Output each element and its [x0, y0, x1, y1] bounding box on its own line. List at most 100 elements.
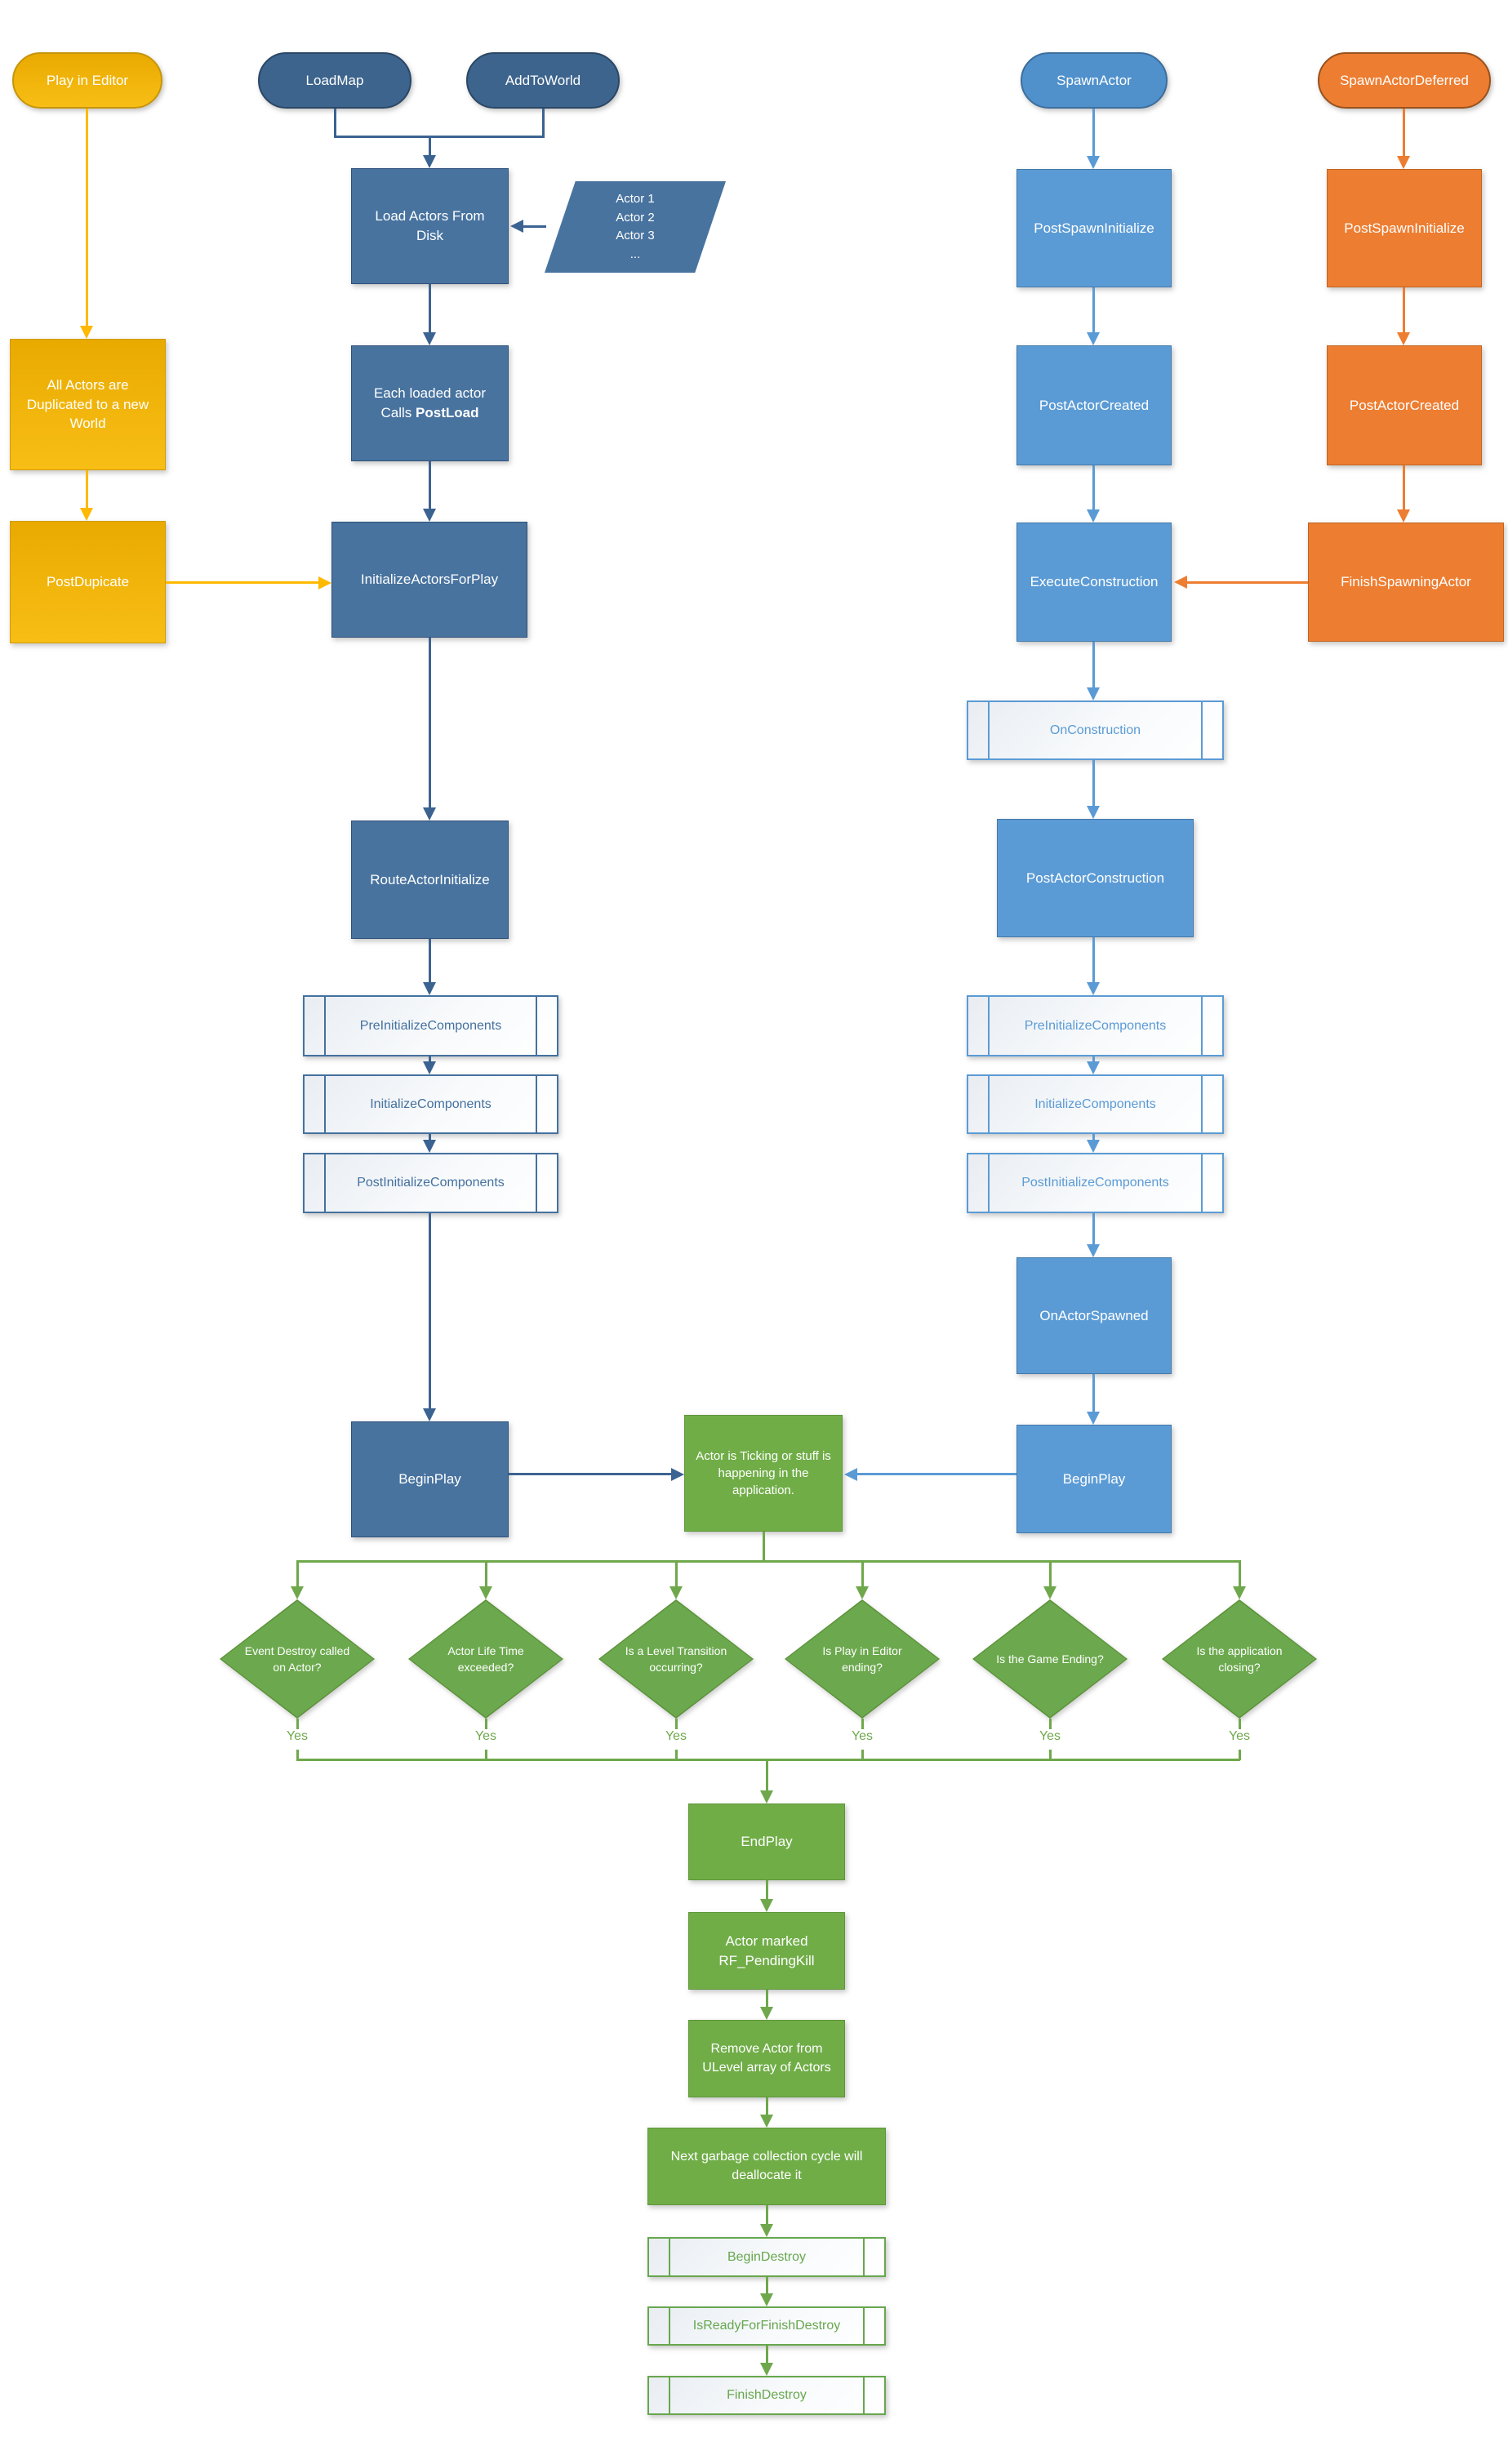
- arrowhead: [1087, 687, 1100, 701]
- node-route-actor-initialize: RouteActorInitialize: [351, 821, 509, 939]
- edge-drop-3: [675, 1560, 678, 1586]
- edge-postdupicate-initactors: [166, 581, 318, 584]
- edge-postload-initactors: [429, 461, 431, 509]
- decision-label: Is the Game Ending?: [996, 1652, 1104, 1666]
- node-load-map: LoadMap: [258, 52, 411, 109]
- arrowhead: [1233, 1586, 1246, 1599]
- edge-actorlist-loadactors: [523, 225, 546, 228]
- node-begin-play-left: BeginPlay: [351, 1421, 509, 1537]
- arrowhead: [1397, 156, 1410, 169]
- arrowhead: [423, 332, 436, 345]
- yes-stub: [675, 1719, 678, 1729]
- yes-stub: [296, 1719, 299, 1729]
- yes-label: Yes: [851, 1729, 874, 1743]
- arrowhead: [291, 1586, 304, 1599]
- edge-duplicated-postdupicate: [86, 470, 88, 508]
- node-actor-list-parallelogram: Actor 1 Actor 2 Actor 3 ...: [545, 181, 726, 273]
- node-post-initialize-components-left: PostInitializeComponents: [303, 1153, 558, 1213]
- edge-initactors-routeinit: [429, 638, 431, 807]
- edge-beginplayright-ticking: [857, 1473, 1016, 1475]
- decision-label: Is the application closing?: [1196, 1643, 1283, 1674]
- node-post-actor-construction: PostActorConstruction: [997, 819, 1194, 937]
- yes-stub: [485, 1719, 487, 1729]
- node-post-spawn-initialize-orange: PostSpawnInitialize: [1327, 169, 1482, 287]
- edge-postactorconstruction-preinit: [1092, 937, 1095, 982]
- arrowhead: [669, 1586, 683, 1599]
- edge-playineditor-duplicated: [86, 109, 88, 326]
- node-finish-spawning-actor: FinishSpawningActor: [1308, 523, 1504, 642]
- node-each-loaded-actor: Each loaded actor Calls PostLoad: [351, 345, 509, 461]
- arrowhead: [760, 1790, 773, 1804]
- join-stub: [861, 1750, 864, 1760]
- edge-deferred-postspawn: [1403, 109, 1405, 156]
- arrowhead: [844, 1468, 857, 1481]
- node-initialize-actors-for-play: InitializeActorsForPlay: [331, 522, 527, 638]
- edge-remove-gc: [766, 2097, 768, 2115]
- edge-postinit-onactorspawned: [1092, 1213, 1095, 1244]
- edge-sub1-sub2-right: [1092, 1056, 1095, 1063]
- arrowhead: [1087, 1140, 1100, 1153]
- edge-merge-horizontal: [334, 136, 545, 138]
- edge-postspawn-postcreated-blue: [1092, 287, 1095, 332]
- arrowhead: [1397, 509, 1410, 523]
- node-post-actor-created-blue: PostActorCreated: [1016, 345, 1172, 465]
- decision-label: Is Play in Editor ending?: [822, 1643, 902, 1674]
- node-spawn-actor: SpawnActor: [1021, 52, 1168, 109]
- arrowhead: [1087, 1244, 1100, 1257]
- arrowhead: [423, 155, 436, 168]
- node-initialize-components-right: InitializeComponents: [967, 1074, 1224, 1134]
- edge-begindestroy-isready: [766, 2277, 768, 2293]
- actor-list-line: ...: [629, 247, 641, 261]
- edge-loadactors-postload: [429, 284, 431, 332]
- decision-game-ending: Is the Game Ending?: [972, 1599, 1128, 1719]
- yes-label: Yes: [665, 1729, 687, 1743]
- node-execute-construction: ExecuteConstruction: [1016, 523, 1172, 642]
- edge-beginplayleft-ticking: [509, 1473, 671, 1475]
- yes-label: Yes: [1039, 1729, 1061, 1743]
- decision-label: Actor Life Time exceeded?: [447, 1643, 524, 1674]
- edge-sub2-sub3-right: [1092, 1134, 1095, 1141]
- arrowhead: [80, 326, 93, 339]
- arrowhead: [1087, 1412, 1100, 1425]
- decision-label: Event Destroy called on Actor?: [244, 1643, 350, 1674]
- edge-addtoworld-merge: [542, 109, 545, 138]
- calls-text: Calls: [380, 405, 412, 420]
- edge-drop-6: [1239, 1560, 1241, 1586]
- edge-drop-1: [296, 1560, 299, 1586]
- yes-label: Yes: [286, 1729, 309, 1743]
- arrowhead: [1087, 156, 1100, 169]
- join-stub: [1049, 1750, 1052, 1760]
- edge-branch-horizontal: [296, 1560, 1240, 1563]
- yes-stub: [861, 1719, 864, 1729]
- yes-label: Yes: [474, 1729, 497, 1743]
- actor-list-line: Actor 2: [616, 210, 655, 225]
- edge-sub2-sub3-left: [429, 1134, 431, 1141]
- decision-level-transition: Is a Level Transition occurring?: [598, 1599, 754, 1719]
- edge-endplay-marked: [766, 1880, 768, 1899]
- arrowhead: [1397, 332, 1410, 345]
- arrowhead: [318, 576, 331, 589]
- yes-stub: [1239, 1719, 1241, 1729]
- decision-label: Is a Level Transition occurring?: [625, 1643, 727, 1674]
- edge-ticking-branch: [763, 1532, 765, 1563]
- edge-execconstruction-onconstruction: [1092, 642, 1095, 687]
- arrowhead: [760, 2224, 773, 2237]
- arrowhead: [760, 1899, 773, 1912]
- node-post-dupicate: PostDupicate: [10, 521, 166, 643]
- edge-isready-finishdestroy: [766, 2346, 768, 2363]
- actor-list-line: Actor 3: [616, 229, 655, 242]
- arrowhead: [1087, 509, 1100, 523]
- node-remove-actor-from-ulevel: Remove Actor from ULevel array of Actors: [688, 2020, 845, 2097]
- node-actor-ticking: Actor is Ticking or stuff is happening i…: [684, 1415, 843, 1532]
- edge-join-horizontal: [296, 1759, 1240, 1761]
- arrowhead: [760, 2115, 773, 2128]
- edge-onactorspawned-beginplay: [1092, 1374, 1095, 1412]
- arrowhead: [1087, 1061, 1100, 1074]
- node-finish-destroy: FinishDestroy: [647, 2376, 886, 2415]
- edge-onconstruction-postactorconstruction: [1092, 760, 1095, 806]
- node-pre-initialize-components-left: PreInitializeComponents: [303, 995, 558, 1056]
- edge-sub1-sub2-left: [429, 1056, 431, 1063]
- node-all-actors-duplicated: All Actors are Duplicated to a new World: [10, 339, 166, 470]
- edge-routeinit-preinit: [429, 939, 431, 982]
